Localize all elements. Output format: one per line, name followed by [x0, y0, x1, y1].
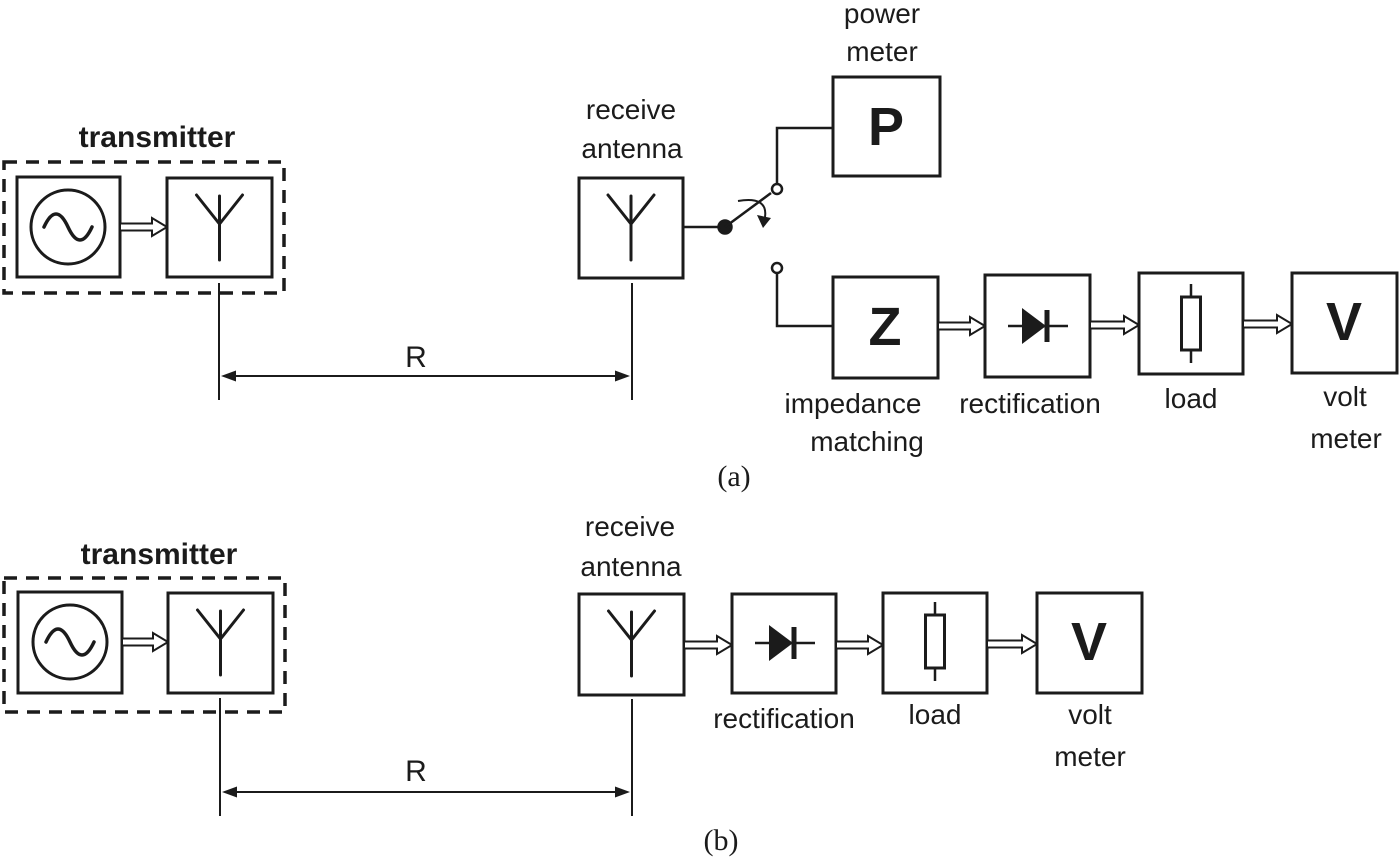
volt-meter-label-b: meter — [1054, 741, 1126, 772]
receive-antenna-label-a: antenna — [581, 133, 683, 164]
diode-icon — [1008, 308, 1068, 344]
rectification-label-a: rectification — [959, 388, 1101, 419]
arrow-load-to-voltmeter — [986, 633, 1039, 655]
volt-meter-symbol-b: V — [1070, 612, 1108, 672]
switch-rotation-arrowhead — [757, 215, 771, 228]
impedance-symbol: Z — [868, 297, 902, 357]
load-label-a: load — [1164, 383, 1218, 414]
distance-label-b: R — [405, 755, 427, 788]
transmitter-label-b: transmitter — [80, 538, 238, 571]
volt-meter-label-b: volt — [1068, 699, 1112, 730]
transmitter-block-b — [2, 576, 287, 714]
arrow-impedance-to-rectifier — [937, 315, 987, 337]
arrow-load-to-voltmeter — [1242, 313, 1294, 335]
spdt-switch — [683, 126, 833, 328]
transmitter-block-a — [2, 160, 286, 295]
impedance-box — [831, 275, 940, 380]
ac-source-icon — [29, 188, 107, 266]
power-meter-label: meter — [846, 36, 918, 67]
dimension-arrowhead-left — [221, 370, 236, 382]
wire-to-impedance — [775, 273, 833, 328]
arrow-source-to-antenna — [119, 216, 169, 238]
switch-throw-top — [770, 182, 784, 196]
power-meter-symbol: P — [867, 97, 905, 157]
antenna-icon — [196, 608, 245, 677]
receive-antenna-label-b: antenna — [580, 551, 682, 582]
volt-meter-box — [1035, 591, 1144, 695]
arrow-rectifier-to-load — [1089, 314, 1141, 336]
resistor-icon — [1180, 284, 1202, 363]
volt-meter-symbol-a: V — [1325, 292, 1363, 352]
power-meter-box — [831, 75, 942, 178]
volt-meter-box — [1290, 271, 1399, 375]
diode-icon — [755, 625, 815, 661]
receive-antenna-block-b — [577, 592, 686, 697]
dimension-arrowhead-right — [615, 370, 630, 382]
impedance-label: impedance — [784, 388, 922, 419]
switch-throw-bottom — [770, 261, 784, 275]
resistor-icon — [924, 602, 946, 681]
power-meter-label: power — [843, 0, 921, 29]
transmitter-dashed-outline — [2, 160, 286, 295]
load-label-b: load — [908, 699, 962, 730]
antenna-icon — [607, 609, 656, 678]
dimension-arrowhead-left — [222, 786, 237, 798]
switch-rotation-arc — [737, 199, 767, 218]
ac-source-icon — [31, 603, 109, 681]
power-meter-block — [831, 75, 942, 178]
impedance-label: matching — [810, 426, 924, 457]
rectification-label-b: rectification — [713, 703, 855, 734]
distance-dimension-b — [219, 698, 633, 816]
distance-dimension-a — [218, 283, 633, 400]
dimension-arrowhead-right — [615, 786, 630, 798]
arrow-source-to-antenna — [121, 631, 170, 653]
wire-to-power-meter — [775, 126, 833, 184]
transmitter-label-a: transmitter — [78, 121, 236, 154]
distance-label-a: R — [405, 341, 427, 374]
antenna-icon — [606, 193, 656, 262]
arrow-rectifier-to-load — [835, 634, 885, 656]
receive-antenna-label-b: receive — [584, 511, 676, 542]
panel-tag-b: (b) — [703, 824, 739, 857]
measurement-chain-b — [683, 591, 1144, 695]
receive-antenna-block-a — [577, 176, 685, 280]
receive-antenna-label-a: receive — [585, 94, 677, 125]
volt-meter-label-a: meter — [1310, 423, 1382, 454]
switch-blade — [724, 191, 772, 229]
antenna-icon — [195, 193, 244, 262]
arrow-antenna-to-rectifier — [683, 634, 734, 656]
transmitter-dashed-outline — [2, 576, 287, 714]
panel-tag-a: (a) — [717, 460, 751, 493]
volt-meter-label-a: volt — [1323, 381, 1367, 412]
measurement-chain-a — [831, 271, 1399, 380]
